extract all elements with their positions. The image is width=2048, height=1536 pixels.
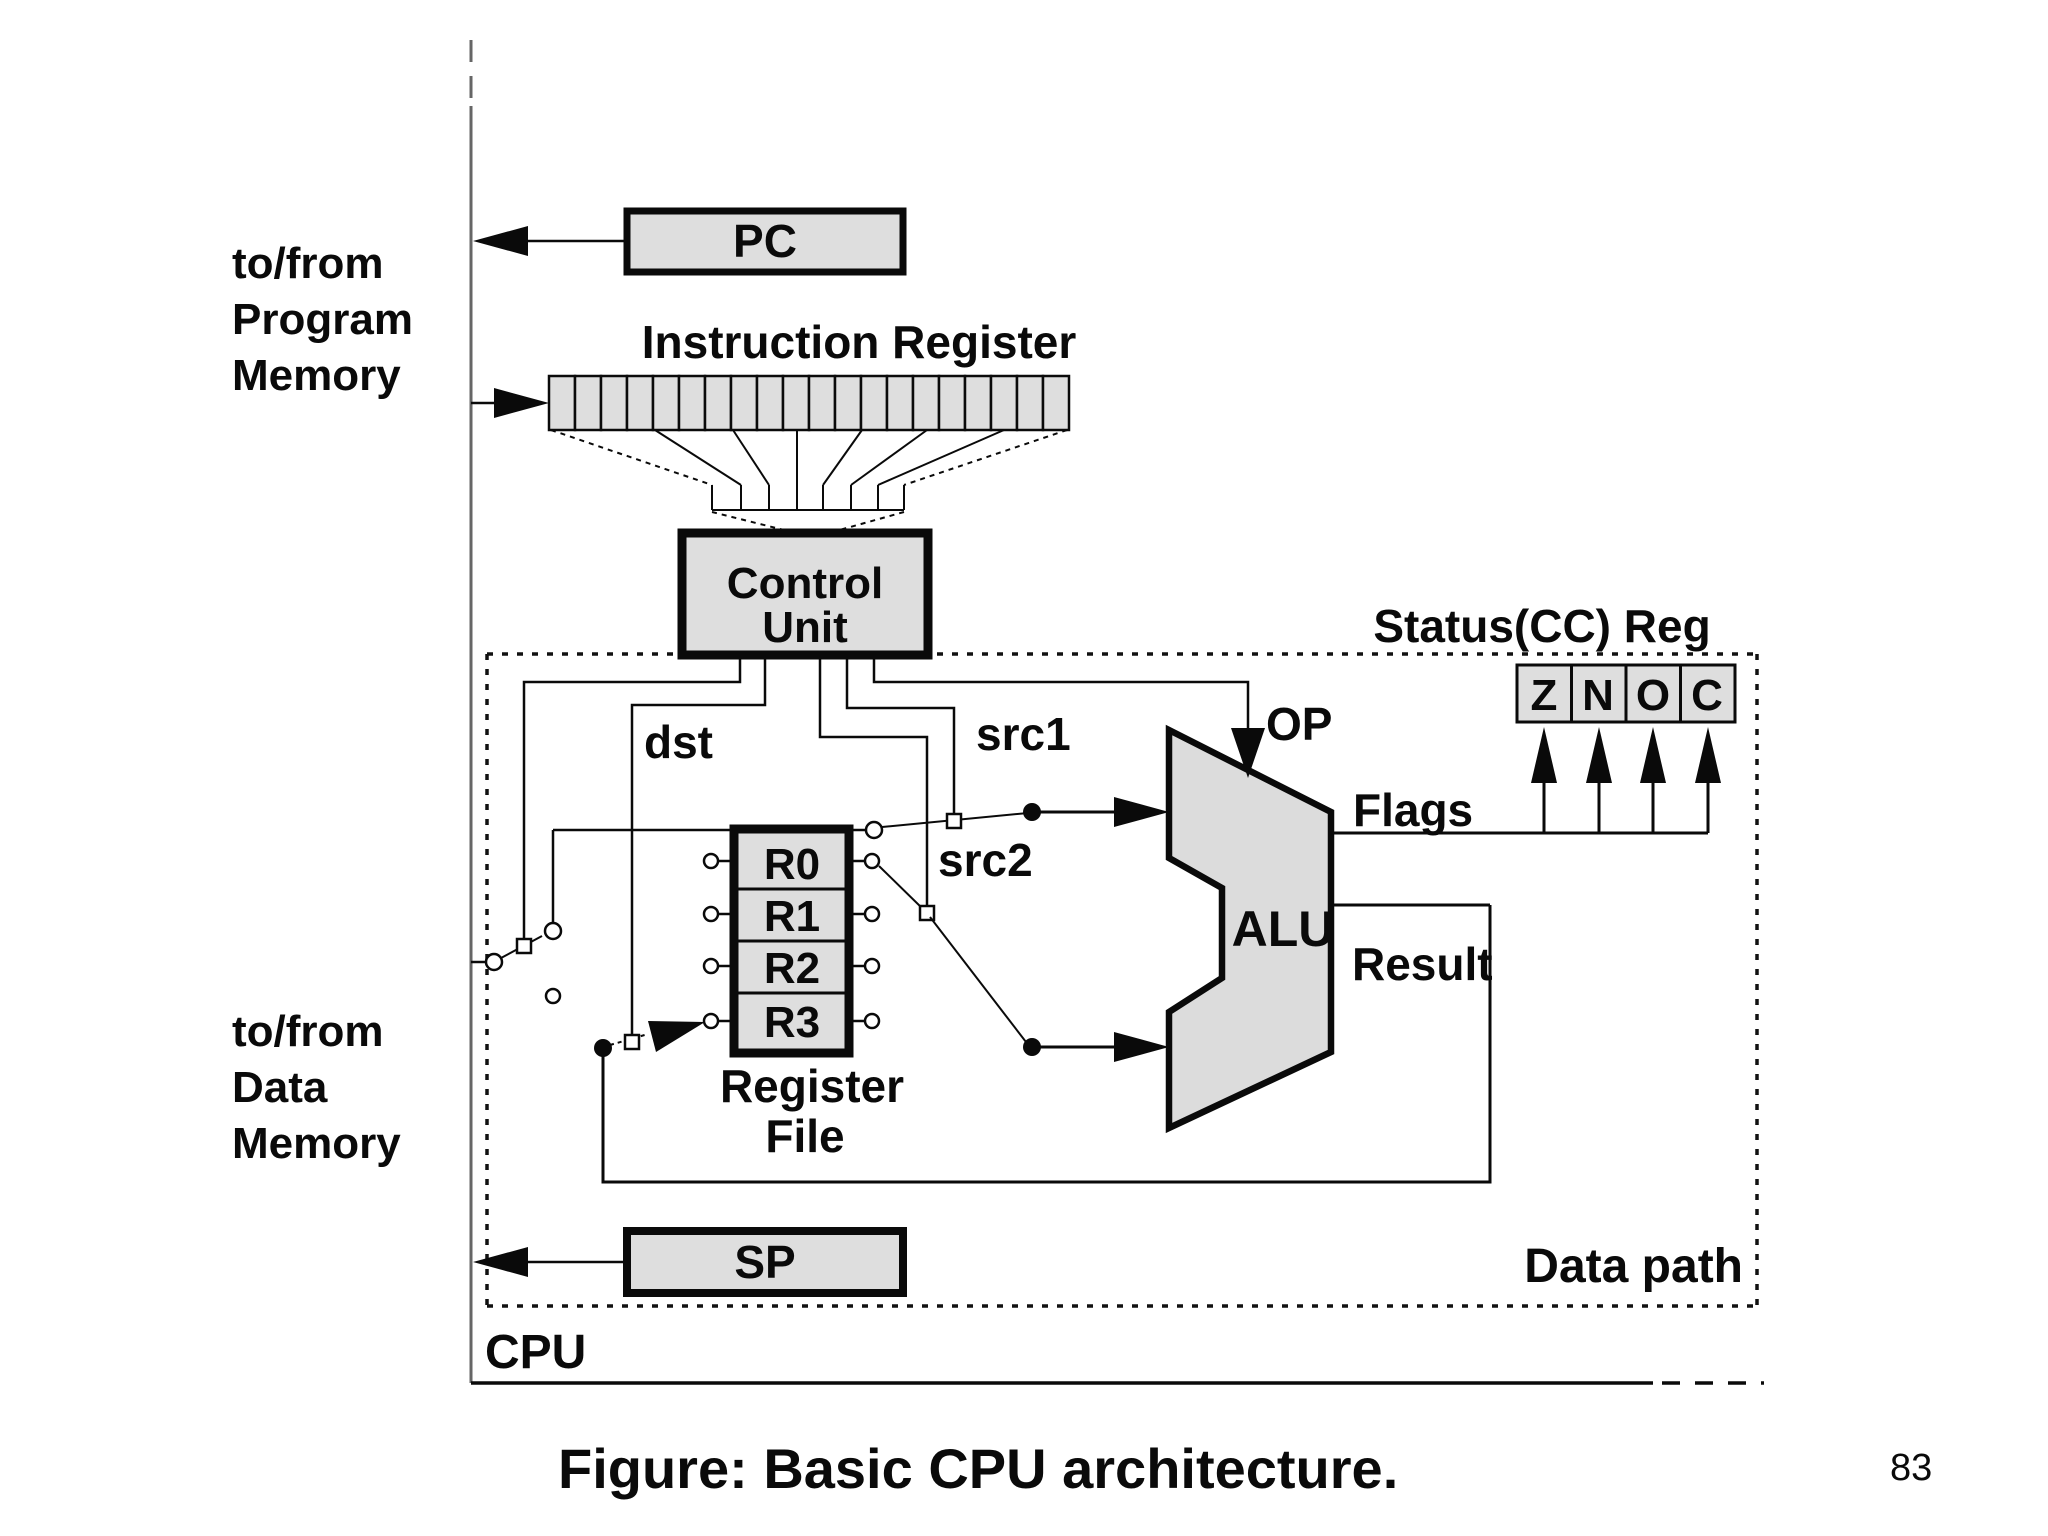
alu-input1-arrowhead-icon [1114,797,1169,827]
switch-upper-contact [543,921,563,941]
src2-contact-square [918,904,936,922]
status-reg-title: Status(CC) Reg [1373,600,1710,652]
control-unit-label-2: Unit [762,603,848,652]
cpu-label: CPU [485,1326,586,1379]
control-unit-label-1: Control [727,559,883,608]
wire-select-left [522,655,742,940]
wire-op [872,655,1250,730]
alu-block: ALU OP [1165,698,1335,1134]
status-reg-cells [1515,663,1737,724]
control-wires [522,655,1250,1036]
flag-c-arrowhead-icon [1695,727,1721,783]
instruction-register-label: Instruction Register [642,316,1077,368]
status-register-block: Status(CC) Reg Z N O C [1373,600,1737,724]
src1-switch [864,797,1169,840]
data-memory-label: to/from Data Memory [232,1007,401,1168]
write-contact-square [623,1033,641,1051]
wire-dst [630,655,767,1036]
program-memory-line2: Program [232,295,413,344]
flag-n-label: N [1582,671,1614,720]
register-file-title-1: Register [720,1060,904,1112]
pc-register-box [623,207,907,276]
register-file-block: R0 R1 R2 R3 Register File [702,824,904,1162]
register-r0-label: R0 [764,840,820,889]
flag-z-arrowhead-icon [1531,727,1557,783]
control-unit-block: Control Unit [677,528,933,660]
data-memory-line1: to/from [232,1007,384,1056]
data-memory-line3: Memory [232,1119,401,1168]
flags-label: Flags [1353,784,1473,836]
data-memory-line2: Data [232,1063,328,1112]
result-feedback-wire [601,905,1492,1184]
alu-input2-arrowhead-icon [1114,1032,1169,1062]
src2-lever-upper [878,865,925,911]
src2-label: src2 [938,834,1033,886]
flag-z-label: Z [1531,671,1558,720]
op-label: OP [1266,698,1332,750]
data-path-label: Data path [1524,1240,1743,1293]
register-r1-label: R1 [764,892,820,941]
flags-wiring [1331,727,1721,835]
control-unit-box [677,528,933,660]
wire-src1 [845,655,956,815]
ir-funnel [550,429,1068,532]
src1-label: src1 [976,708,1071,760]
ir-arrowhead-icon [494,388,549,418]
register-terminals [702,852,881,1030]
dst-label: dst [644,716,713,768]
sp-label: SP [734,1236,795,1288]
pc-block: PC [473,207,907,276]
write-arrowhead-icon [648,1021,705,1052]
alu-shape [1165,724,1335,1134]
register-r3-label: R3 [764,998,820,1047]
flag-c-label: C [1691,671,1723,720]
src2-switch [878,865,1169,1062]
page-number: 83 [1890,1447,1932,1489]
program-memory-line1: to/from [232,239,384,288]
program-memory-line3: Memory [232,351,401,400]
pc-arrowhead-icon [473,226,528,256]
flag-n-arrowhead-icon [1586,727,1612,783]
op-arrowhead-icon [1231,728,1265,778]
register-file-title-2: File [765,1110,844,1162]
src1-pivot-contact [864,820,884,840]
alu-label: ALU [1232,901,1335,957]
sp-arrowhead-icon [473,1247,528,1277]
switch-pivot-contact [484,952,504,972]
dst-switch [471,828,866,1005]
write-port [594,905,1492,1184]
flag-o-arrowhead-icon [1640,727,1666,783]
switch-open-contact [544,987,562,1005]
result-label: Result [1352,938,1493,990]
figure-caption: Figure: Basic CPU architecture. [558,1437,1398,1500]
register-r2-label: R2 [764,944,820,993]
src2-lever-lower [929,916,1027,1043]
pc-label: PC [733,215,797,267]
ir-cells [547,374,1071,432]
sp-block: SP [473,1227,907,1297]
write-junction-dot [594,1039,612,1057]
result-wiring: Result [1331,903,1493,990]
switch-contact-square [515,937,533,955]
instruction-register-block: Instruction Register [471,316,1077,432]
program-memory-label: to/from Program Memory [232,239,413,400]
flag-o-label: O [1636,671,1670,720]
src1-contact-square [945,812,963,830]
sp-register-box [623,1227,907,1297]
